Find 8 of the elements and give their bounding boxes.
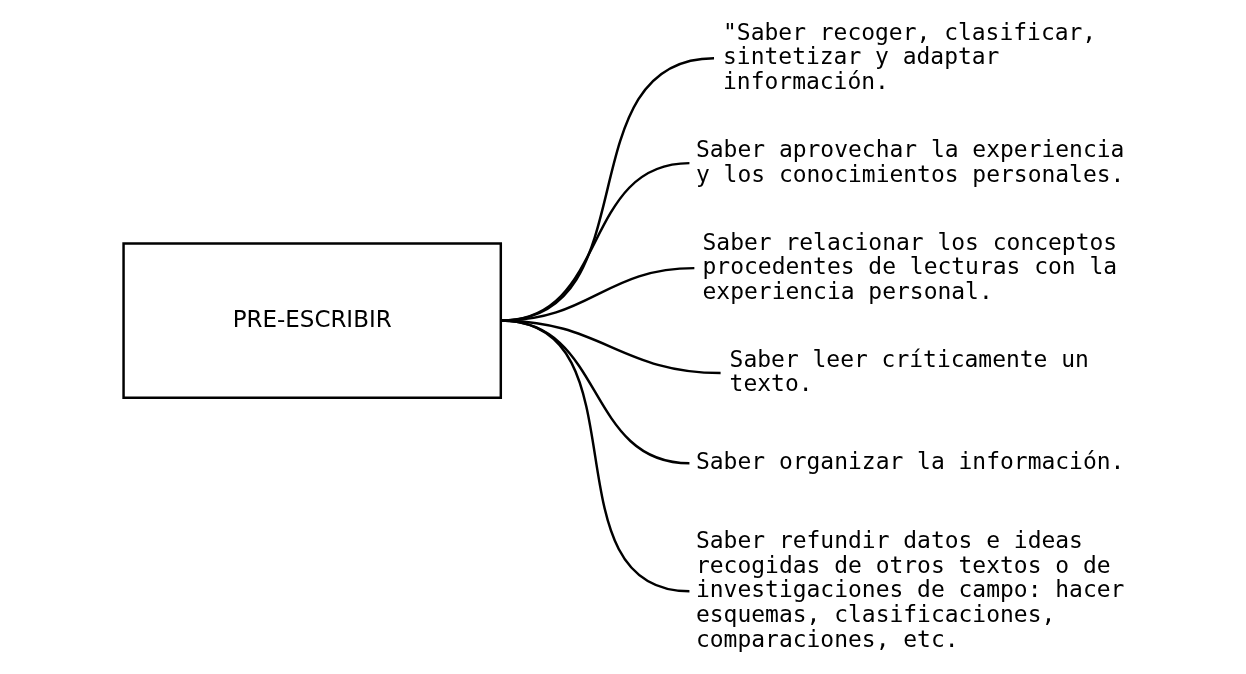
node-text: Saber refundir datos e ideas recogidas de otros textos o de investigaciones de campo: hacer esquemas, clasificaciones, comparaciones, etc. [695, 527, 1125, 652]
node-text: Saber relacionar los conceptos procedentes de lecturas con la experiencia personal. [702, 228, 1118, 304]
connector [500, 319, 690, 593]
node-box: PRE-ESCRIBIR [122, 242, 503, 399]
node-text: Saber organizar la información. [695, 448, 1125, 475]
node-text: "Saber recoger, clasificar, sintetizar y adaptar información. [723, 18, 1097, 94]
node-text: Saber leer críticamente un texto. [729, 345, 1089, 397]
node-text: Saber aprovechar la experiencia y los conocimientos personales. [695, 135, 1125, 187]
